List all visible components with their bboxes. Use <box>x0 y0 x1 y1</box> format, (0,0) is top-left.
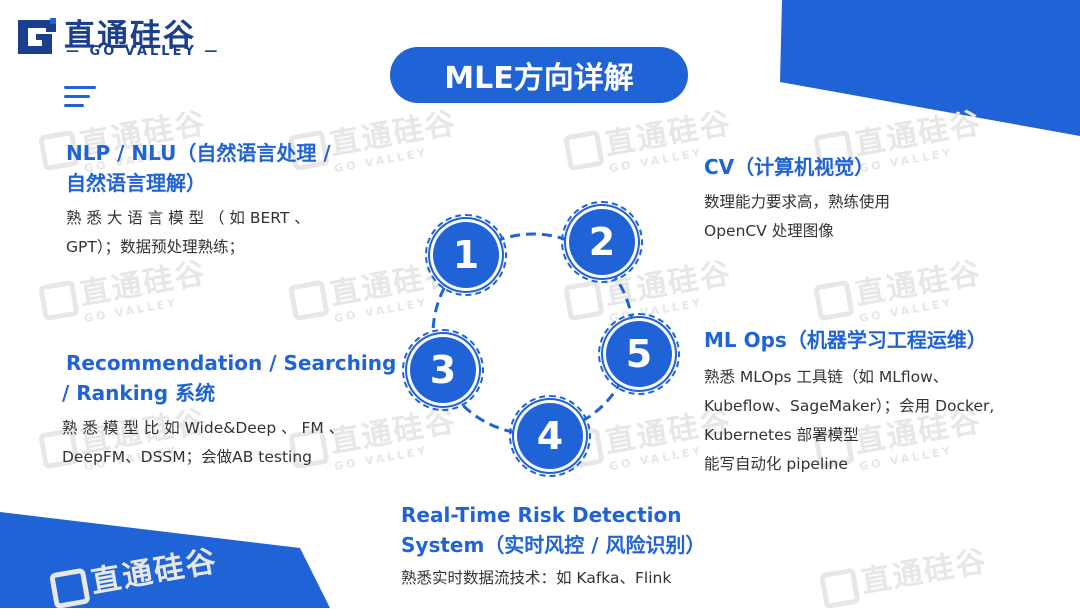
section-heading: NLP / NLU（自然语言处理 / <box>66 141 331 165</box>
step-5-circle: 5 <box>598 313 680 395</box>
section-body: 熟悉 MLOps 工具链（如 MLflow、 <box>704 368 949 386</box>
section-recsys: Recommendation / Searching / Ranking 系统 … <box>62 348 402 472</box>
section-cv: CV（计算机视觉） 数理能力要求高，熟练使用 OpenCV 处理图像 <box>704 152 1034 246</box>
section-nlp: NLP / NLU（自然语言处理 / 自然语言理解） 熟 悉 大 语 言 模 型… <box>66 138 396 262</box>
section-body: 数理能力要求高，熟练使用 <box>704 193 891 211</box>
section-heading: CV（计算机视觉） <box>704 155 875 179</box>
section-body: 能写自动化 pipeline <box>704 455 848 473</box>
step-4-circle: 4 <box>509 395 591 477</box>
section-heading: ML Ops（机器学习工程运维） <box>704 328 987 352</box>
section-body: 熟 悉 模 型 比 如 Wide&Deep 、 FM 、 <box>62 419 345 437</box>
section-body: DeepFM、DSSM；会做AB testing <box>62 448 313 466</box>
section-heading: Real-Time Risk Detection <box>401 503 682 527</box>
section-body: 熟悉实时数据流技术：如 Kafka、Flink <box>401 569 672 587</box>
menu-icon[interactable] <box>64 86 100 110</box>
step-3-circle: 3 <box>402 329 484 411</box>
logo-name: 直通硅谷 <box>64 18 196 54</box>
section-heading: 自然语言理解） <box>66 171 206 195</box>
section-mlops: ML Ops（机器学习工程运维） 熟悉 MLOps 工具链（如 MLflow、 … <box>704 325 1064 479</box>
section-body: Kubeflow、SageMaker）；会用 Docker, <box>704 397 995 415</box>
logo-icon <box>18 18 56 54</box>
section-heading: Recommendation / Searching <box>66 351 397 375</box>
step-1-circle: 1 <box>425 214 507 296</box>
section-heading: System（实时风控 / 风险识别） <box>401 533 706 557</box>
page-title: MLE方向详解 <box>390 47 688 103</box>
section-heading: / Ranking 系统 <box>62 381 216 405</box>
step-2-circle: 2 <box>561 201 643 283</box>
logo-tagline: — GO VALLEY — <box>66 44 221 59</box>
section-body: OpenCV 处理图像 <box>704 222 834 240</box>
section-body: Kubernetes 部署模型 <box>704 426 859 444</box>
section-risk: Real-Time Risk Detection System（实时风控 / 风… <box>401 500 761 593</box>
section-body: GPT）；数据预处理熟练； <box>66 238 245 256</box>
section-body: 熟 悉 大 语 言 模 型 （ 如 BERT 、 <box>66 209 310 227</box>
